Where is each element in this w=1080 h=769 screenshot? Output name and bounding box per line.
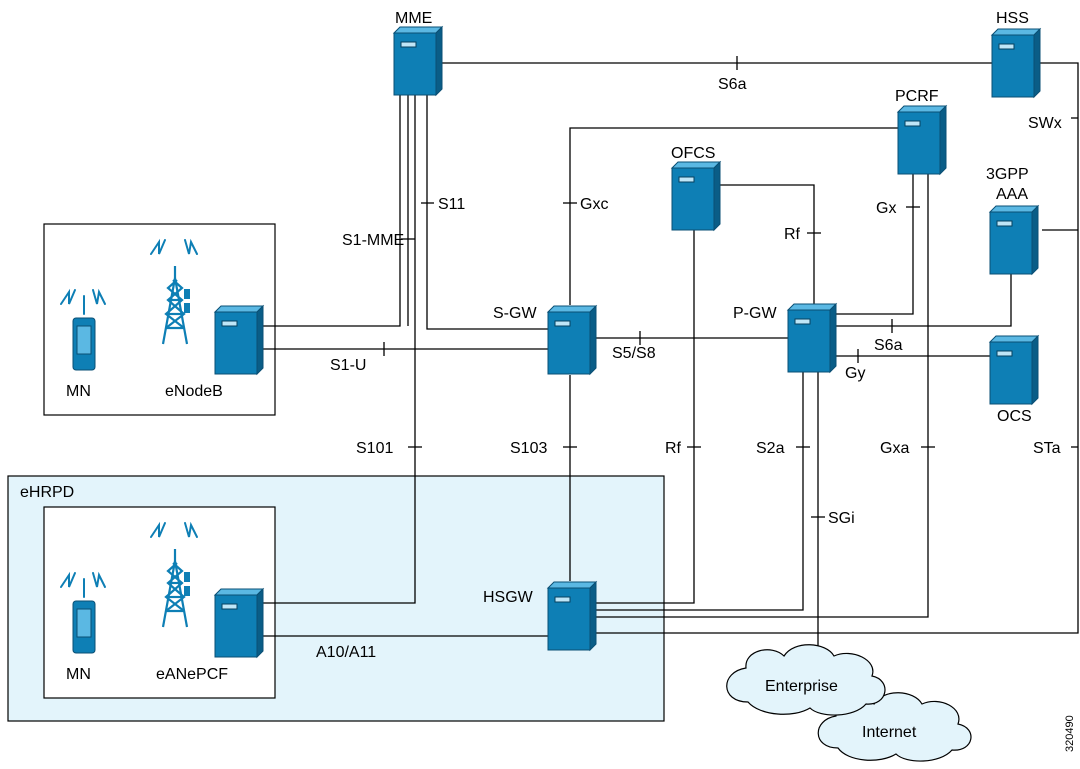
ofcs-server-icon — [671, 161, 721, 231]
connections — [262, 62, 1079, 660]
ofcs-label: OFCS — [671, 145, 715, 162]
s11-label: S11 — [438, 196, 465, 213]
ocs-server-icon — [989, 335, 1039, 405]
a10-a11-label: A10/A11 — [316, 644, 376, 661]
enterprise-cloud-icon — [726, 644, 886, 716]
s101-label: S101 — [356, 440, 393, 457]
pgw-label: P-GW — [733, 305, 777, 322]
rf-hsgw-label: Rf — [665, 440, 682, 457]
s2a-label: S2a — [756, 440, 785, 457]
pcrf-server-icon — [897, 105, 947, 175]
swx-label: SWx — [1028, 115, 1062, 132]
interface-ticks — [383, 56, 1078, 518]
aaa-server-icon — [989, 205, 1039, 275]
eanepcf-label: eANePCF — [156, 666, 228, 683]
enterprise-label: Enterprise — [765, 678, 838, 695]
s1-u-label: S1-U — [330, 357, 366, 374]
eanepcf-server-icon — [214, 588, 264, 658]
sgw-server-icon — [547, 305, 597, 375]
gxa-label: Gxa — [880, 440, 909, 457]
s6a-pgw-label: S6a — [874, 337, 903, 354]
hsgw-server-icon — [547, 581, 597, 651]
gxc-label: Gxc — [580, 196, 608, 213]
hss-server-icon — [991, 28, 1041, 98]
pcrf-label: PCRF — [895, 88, 939, 105]
sta-label: STa — [1033, 440, 1061, 457]
enodeb-server-icon — [214, 305, 264, 375]
enodeb-label: eNodeB — [165, 383, 223, 400]
s103-label: S103 — [510, 440, 547, 457]
aaa-label-line1: 3GPP — [986, 166, 1029, 183]
hsgw-label: HSGW — [483, 589, 534, 606]
pgw-server-icon — [787, 303, 837, 373]
aaa-label-line2: AAA — [996, 186, 1028, 203]
mn-lte-label: MN — [66, 383, 91, 400]
hss-label: HSS — [996, 10, 1029, 27]
s1-mme-label: S1-MME — [342, 232, 404, 249]
ehrpd-region-label: eHRPD — [20, 484, 74, 501]
s6a-top-label: S6a — [718, 76, 747, 93]
gy-label: Gy — [845, 365, 865, 382]
sgi-label: SGi — [828, 510, 855, 527]
figure-id-label: 320490 — [1064, 715, 1076, 752]
s5-s8-label: S5/S8 — [612, 345, 656, 362]
mme-server-icon — [393, 26, 443, 96]
mn-ehrpd-label: MN — [66, 666, 91, 683]
ocs-label: OCS — [997, 408, 1032, 425]
rf-pgw-label: Rf — [784, 226, 801, 243]
internet-label: Internet — [862, 724, 917, 741]
mme-label: MME — [395, 10, 432, 27]
sgw-label: S-GW — [493, 305, 537, 322]
gx-label: Gx — [876, 200, 896, 217]
